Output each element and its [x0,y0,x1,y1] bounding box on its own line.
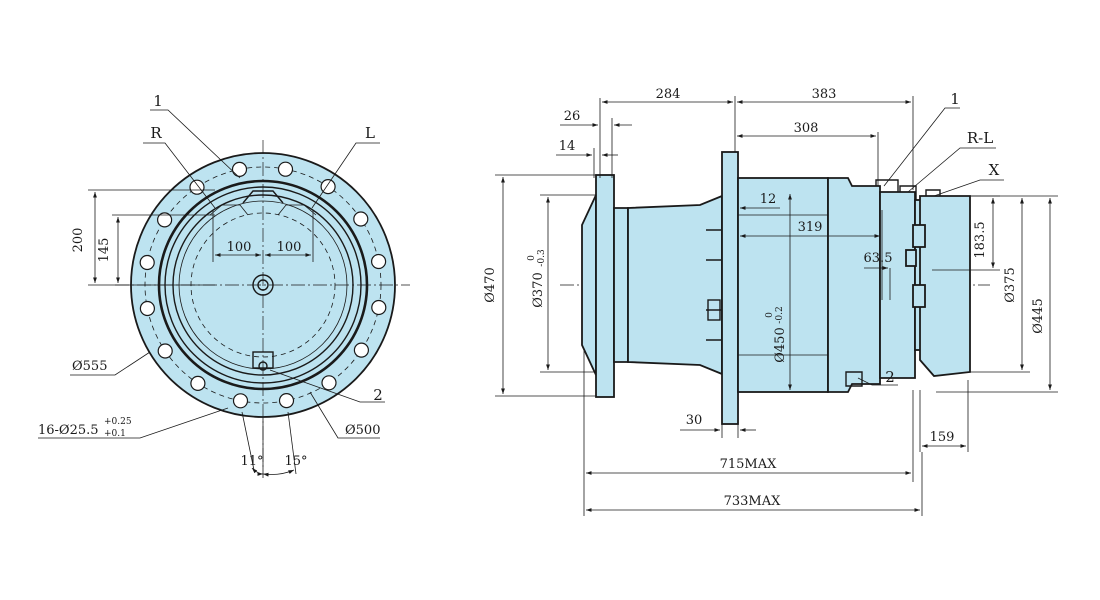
mounting-flange-plate [595,174,615,398]
pilot-nose [581,194,597,376]
leader-holes [38,407,229,439]
dim-dia370-tol-lower: -0.3 [537,249,547,267]
dim-holes-tol-lower: +0.1 [104,429,126,439]
housing-boss [707,299,721,321]
dim-dia375: Ø375 [1003,267,1018,302]
dim-200: 200 [71,228,86,253]
leader-2 [269,369,385,403]
bolt-hole [189,179,205,195]
dim-159: 159 [930,430,955,445]
dim-dia450-tol-upper: 0 [765,312,775,318]
dim-dia450-tol-lower: -0.2 [775,306,785,323]
angle-arc-11 [251,467,264,476]
label-rl: R-L [967,129,993,147]
bolt-hole [353,342,369,358]
motor-housing [627,194,723,376]
leader-1-side [883,107,960,187]
dim-183-5: 183.5 [973,221,988,258]
bolt-hole [371,299,387,316]
leader-l [311,142,380,209]
dim-30: 30 [686,413,703,428]
label-2-side: 2 [885,368,895,386]
leader-1 [150,109,241,179]
leader-x [933,179,1004,197]
dim-dia445: Ø445 [1031,298,1046,333]
dim-holes: 16-Ø25.5 [38,423,99,438]
dim-dia370: Ø370 [531,272,546,307]
dim-145: 145 [97,238,112,263]
dim-26: 26 [564,109,581,124]
bolt-hole [320,179,336,195]
dim-dia450: Ø450 [773,327,788,362]
side-view: 284 383 26 308 14 12 319 63.5 183.5 Ø470 [483,87,1058,516]
angle-ext-left [241,411,255,471]
end-cap [919,195,971,377]
dim-715: 715MAX [720,457,778,472]
bolt-hole [232,393,249,409]
dim-angle-15: 15° [284,454,307,469]
bolt-holes [139,161,387,409]
bolt-hole [321,375,337,391]
valve-housing [879,191,916,379]
bolt-hole [277,161,294,177]
bolt-hole [139,254,155,271]
label-1: 1 [153,92,163,110]
port-rl-side [899,185,917,200]
port-l-outline [277,204,317,216]
bolt-hole [157,343,173,359]
front-view: 200 145 100 100 1 R L 2 Ø555 16-Ø25.5 +0… [38,92,410,478]
bolt-hole [353,211,369,227]
label-2: 2 [373,386,383,404]
dim-dia470: Ø470 [483,267,498,302]
dim-dia500: Ø500 [345,423,380,438]
drain-port-2-side [845,371,863,387]
bolt-hole [278,393,295,409]
dim-308: 308 [794,121,819,136]
dim-319: 319 [798,220,823,235]
gear-housing [737,177,829,393]
main-flange [721,151,739,425]
dim-holes-tol-upper: +0.25 [104,417,132,427]
port-x-side [925,189,941,196]
leader-rl [907,147,996,193]
leader-dia500 [309,391,380,439]
leader-dia555 [70,351,151,376]
bolt-hole [371,253,387,270]
label-r: R [150,124,162,142]
dim-angle-11: 11° [240,454,263,469]
leader-2-side [857,377,898,386]
dim-733: 733MAX [724,494,782,509]
bolt-hole [157,212,173,228]
flange-neck [613,207,629,363]
housing-ribs [706,229,722,341]
port-boss [905,249,917,267]
dim-284: 284 [656,87,681,102]
angle-ext-right [287,411,297,475]
angle-arc-15 [262,469,295,477]
port-block-upper [912,224,926,248]
dim-63-5: 63.5 [864,251,893,266]
dim-12: 12 [760,192,777,207]
dim-dia555: Ø555 [72,359,107,374]
rear-housing-step [827,177,881,393]
bolt-hole [231,161,248,177]
dim-dia370-tol-upper: 0 [527,255,537,261]
port-1-side [875,179,899,192]
label-1-side: 1 [950,90,960,108]
port-block-lower [912,284,926,308]
dim-14: 14 [559,139,576,154]
dim-100-right: 100 [277,240,302,255]
leader-r [143,142,216,209]
dim-100-left: 100 [227,240,252,255]
dim-383: 383 [812,87,837,102]
bolt-hole [139,300,155,317]
label-l: L [365,124,375,142]
bolt-hole [190,375,206,391]
label-x: X [989,161,1000,179]
port-r-outline [209,204,249,216]
